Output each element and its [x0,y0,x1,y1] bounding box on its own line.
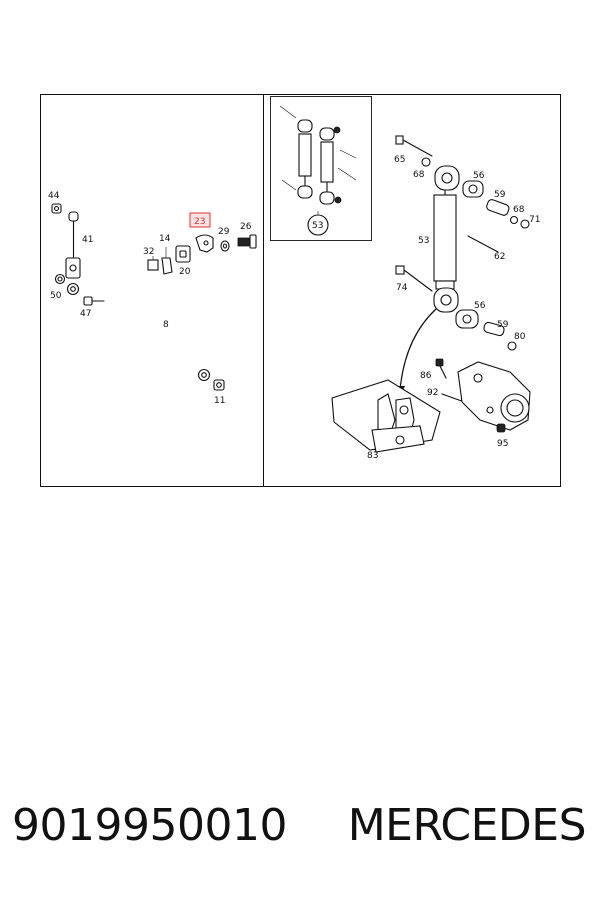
label-56-bottom: 56 [474,301,486,311]
label-53-inset: 53 [312,221,323,231]
part-59-sleeve-bottom [483,321,505,337]
label-26: 26 [240,222,252,232]
label-80: 80 [514,332,526,342]
label-59-bottom: 59 [497,320,509,330]
part-68-washer-top [421,157,431,167]
part-74-bolt [395,265,433,292]
part-32-plate [147,256,159,271]
label-62: 62 [494,252,505,262]
part-23-clamp [195,234,214,253]
label-41: 41 [82,235,93,245]
part-59-sleeve-top [486,199,510,216]
label-68-top: 68 [413,170,425,180]
label-65: 65 [394,155,405,165]
label-20: 20 [179,267,191,277]
label-71: 71 [529,215,540,225]
footer-part-number: 9019950010 [12,800,287,851]
part-41-link [65,211,81,279]
label-92: 92 [427,388,438,398]
label-29: 29 [218,227,230,237]
part-labels: 44 41 50 47 8 11 32 14 20 23 29 26 53 65… [48,155,540,461]
part-44-nut [51,203,62,214]
part-14-bracket [161,247,173,275]
label-23: 23 [194,217,205,227]
label-14: 14 [159,234,171,244]
part-8-stabilizer-bar [66,271,248,382]
part-83-mount-bracket [331,379,441,453]
part-68-washer-right [509,215,519,225]
footer-caption: 9019950010 MERCEDES [0,800,600,860]
label-8: 8 [163,320,169,330]
label-86: 86 [420,371,432,381]
part-47-bolt [83,296,105,306]
part-50-bushing [54,273,66,285]
label-68-right: 68 [513,205,525,215]
footer-brand: MERCEDES [347,800,587,851]
part-11-nut [213,379,225,391]
inset-shocks [279,105,357,236]
label-32: 32 [143,247,154,257]
part-23-highlight [189,212,211,228]
label-11: 11 [214,396,225,406]
stabilizer-group [51,203,257,391]
part-29-washer [220,240,230,252]
label-50: 50 [50,291,62,301]
label-56-top: 56 [473,171,485,181]
part-56-bushing-bottom [455,309,479,329]
part-86-bolt [435,358,447,379]
mount-arrow [399,308,437,391]
part-62-bolt [467,235,499,253]
part-20-mount [175,245,191,263]
part-53-shock-absorber [433,165,460,313]
part-71-nut [520,219,530,229]
label-47: 47 [80,309,91,319]
part-95-nut [496,423,506,433]
label-44: 44 [48,191,60,201]
part-65-bolt [395,135,433,157]
part-80-nut [507,341,517,351]
label-83: 83 [367,451,378,461]
axle-housing [457,361,531,431]
label-59-top: 59 [494,190,506,200]
label-95: 95 [497,439,508,449]
part-26-bolt [237,234,257,249]
part-56-bushing-top [462,180,484,198]
label-53: 53 [418,236,429,246]
label-74: 74 [396,283,408,293]
shock-group [270,96,531,453]
